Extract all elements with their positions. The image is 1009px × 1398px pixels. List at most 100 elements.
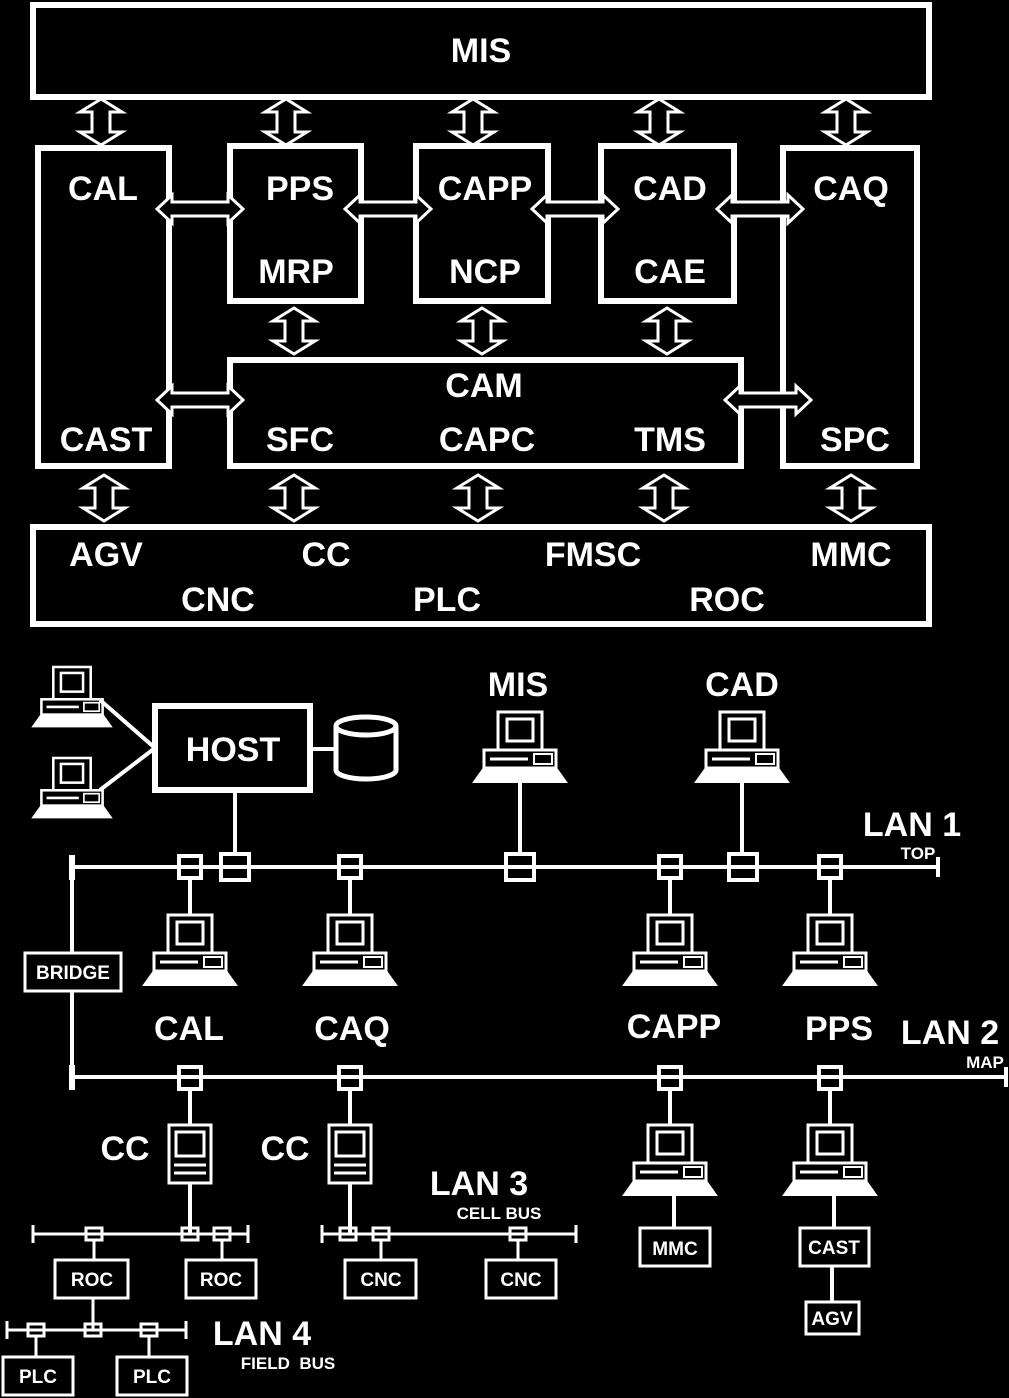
lan1-node [727, 852, 759, 882]
cell-controller-icon [327, 1123, 373, 1185]
plc1-label: PLC [19, 1367, 57, 1388]
mis-workstation-icon [472, 710, 568, 784]
net-pps-label: PPS [805, 1010, 873, 1048]
cast-workstation-icon [782, 1123, 878, 1197]
cal-pps-arrow [155, 193, 245, 225]
tms-label: TMS [634, 421, 706, 459]
mrp-label: MRP [258, 253, 334, 291]
spc-label: SPC [820, 421, 890, 459]
mis-cad-arrow [636, 97, 682, 147]
cad-label: CAD [633, 170, 707, 208]
database-icon [333, 714, 399, 782]
net-cad-label: CAD [705, 666, 779, 704]
caq-label: CAQ [813, 170, 889, 208]
net-cc2-label: CC [260, 1130, 309, 1168]
cad-cae-box [598, 143, 737, 304]
cnc1-label: CNC [360, 1270, 401, 1291]
ncp-label: NCP [449, 253, 521, 291]
lan3-sublabel: CELL BUS [457, 1204, 542, 1223]
lan2-sublabel: MAP [966, 1053, 1004, 1072]
net-cast-box [798, 1226, 871, 1268]
lan3-node [338, 1226, 358, 1242]
lan4-node [83, 1322, 103, 1338]
cast-cam-arrow [155, 384, 245, 416]
net-capp-label: CAPP [627, 1008, 721, 1046]
lan3-label: LAN 3 [430, 1165, 528, 1203]
capc-shopfloor-arrow [455, 473, 501, 523]
mrp-cam-arrow [271, 306, 317, 356]
net-cast-label: CAST [808, 1238, 860, 1259]
shopfloor-box [30, 524, 932, 627]
cae-cam-arrow [644, 306, 690, 356]
cast-label: CAST [60, 421, 153, 459]
net-mmc-box [638, 1226, 712, 1268]
mis-caq-arrow [823, 97, 869, 147]
mis-box [30, 2, 932, 100]
caq-spc-box [780, 145, 920, 469]
net-mmc-label: MMC [652, 1239, 698, 1260]
network-diagram: HOST MIS CAD LAN 1 TOP CAL [1, 665, 1008, 1397]
cell-controller-icon [167, 1123, 213, 1185]
net-cal-label: CAL [154, 1010, 224, 1048]
spc-shopfloor-arrow [828, 473, 874, 523]
roc2-label: ROC [200, 1270, 243, 1291]
mis-capp-arrow [450, 97, 496, 147]
net-cc1-label: CC [100, 1130, 149, 1168]
cad-workstation-icon [694, 710, 790, 784]
plc2-label: PLC [133, 1367, 171, 1388]
lan1-label: LAN 1 [863, 806, 961, 844]
pps-capp-arrow [343, 193, 433, 225]
capp-cad-arrow [530, 193, 620, 225]
capc-label: CAPC [439, 421, 535, 459]
roc1-label: ROC [71, 1270, 114, 1291]
cal-cast-box [35, 145, 172, 469]
mis-pps-arrow [263, 97, 309, 147]
roc2-box [184, 1258, 258, 1300]
cam-spc-arrow [723, 384, 813, 416]
cal-label: CAL [68, 170, 138, 208]
bridge-label: BRIDGE [36, 963, 110, 984]
mis-label: MIS [451, 32, 511, 70]
sfc-label: SFC [266, 421, 334, 459]
fmsc-label: FMSC [545, 536, 641, 574]
mmc-label: MMC [810, 536, 891, 574]
tms-shopfloor-arrow [641, 473, 687, 523]
cae-label: CAE [634, 253, 706, 291]
sfc-shopfloor-arrow [271, 473, 317, 523]
mis-cal-arrow [78, 97, 124, 147]
cnc2-label: CNC [500, 1270, 541, 1291]
mmc-workstation-icon [622, 1123, 718, 1197]
cad-caq-arrow [715, 193, 805, 225]
cast-shopfloor-arrow [81, 473, 127, 523]
roc-label: ROC [689, 581, 765, 619]
architecture-diagram: MIS CAL CAST PPS MRP CAPP NCP CAD CAE CA… [30, 2, 932, 627]
plc1-box [1, 1355, 75, 1397]
net-agv-label: AGV [811, 1309, 853, 1330]
lan3-node [180, 1226, 200, 1242]
lan2-label: LAN 2 [901, 1014, 999, 1052]
cc-label: CC [301, 536, 350, 574]
lan4-label: LAN 4 [213, 1315, 311, 1353]
lan4-sublabel: FIELD BUS [241, 1354, 335, 1373]
net-agv-box [804, 1300, 861, 1336]
plc2-box [115, 1355, 189, 1397]
host-label: HOST [186, 731, 281, 769]
lan1-node [219, 852, 251, 882]
capp-label: CAPP [438, 170, 532, 208]
plc-label: PLC [413, 581, 481, 619]
terminal-icon [31, 756, 113, 819]
net-mis-label: MIS [488, 666, 548, 704]
lan1-node [504, 852, 536, 882]
lan1-sublabel: TOP [901, 844, 936, 863]
pps-label: PPS [266, 170, 334, 208]
capp-workstation-icon [622, 913, 718, 987]
ncp-cam-arrow [459, 306, 505, 356]
caq-workstation-icon [302, 913, 398, 987]
cnc2-box [484, 1258, 558, 1300]
net-caq-label: CAQ [314, 1010, 390, 1048]
agv-label: AGV [69, 536, 143, 574]
cnc-label: CNC [181, 581, 255, 619]
cal-workstation-icon [142, 913, 238, 987]
terminal-icon [31, 665, 113, 728]
